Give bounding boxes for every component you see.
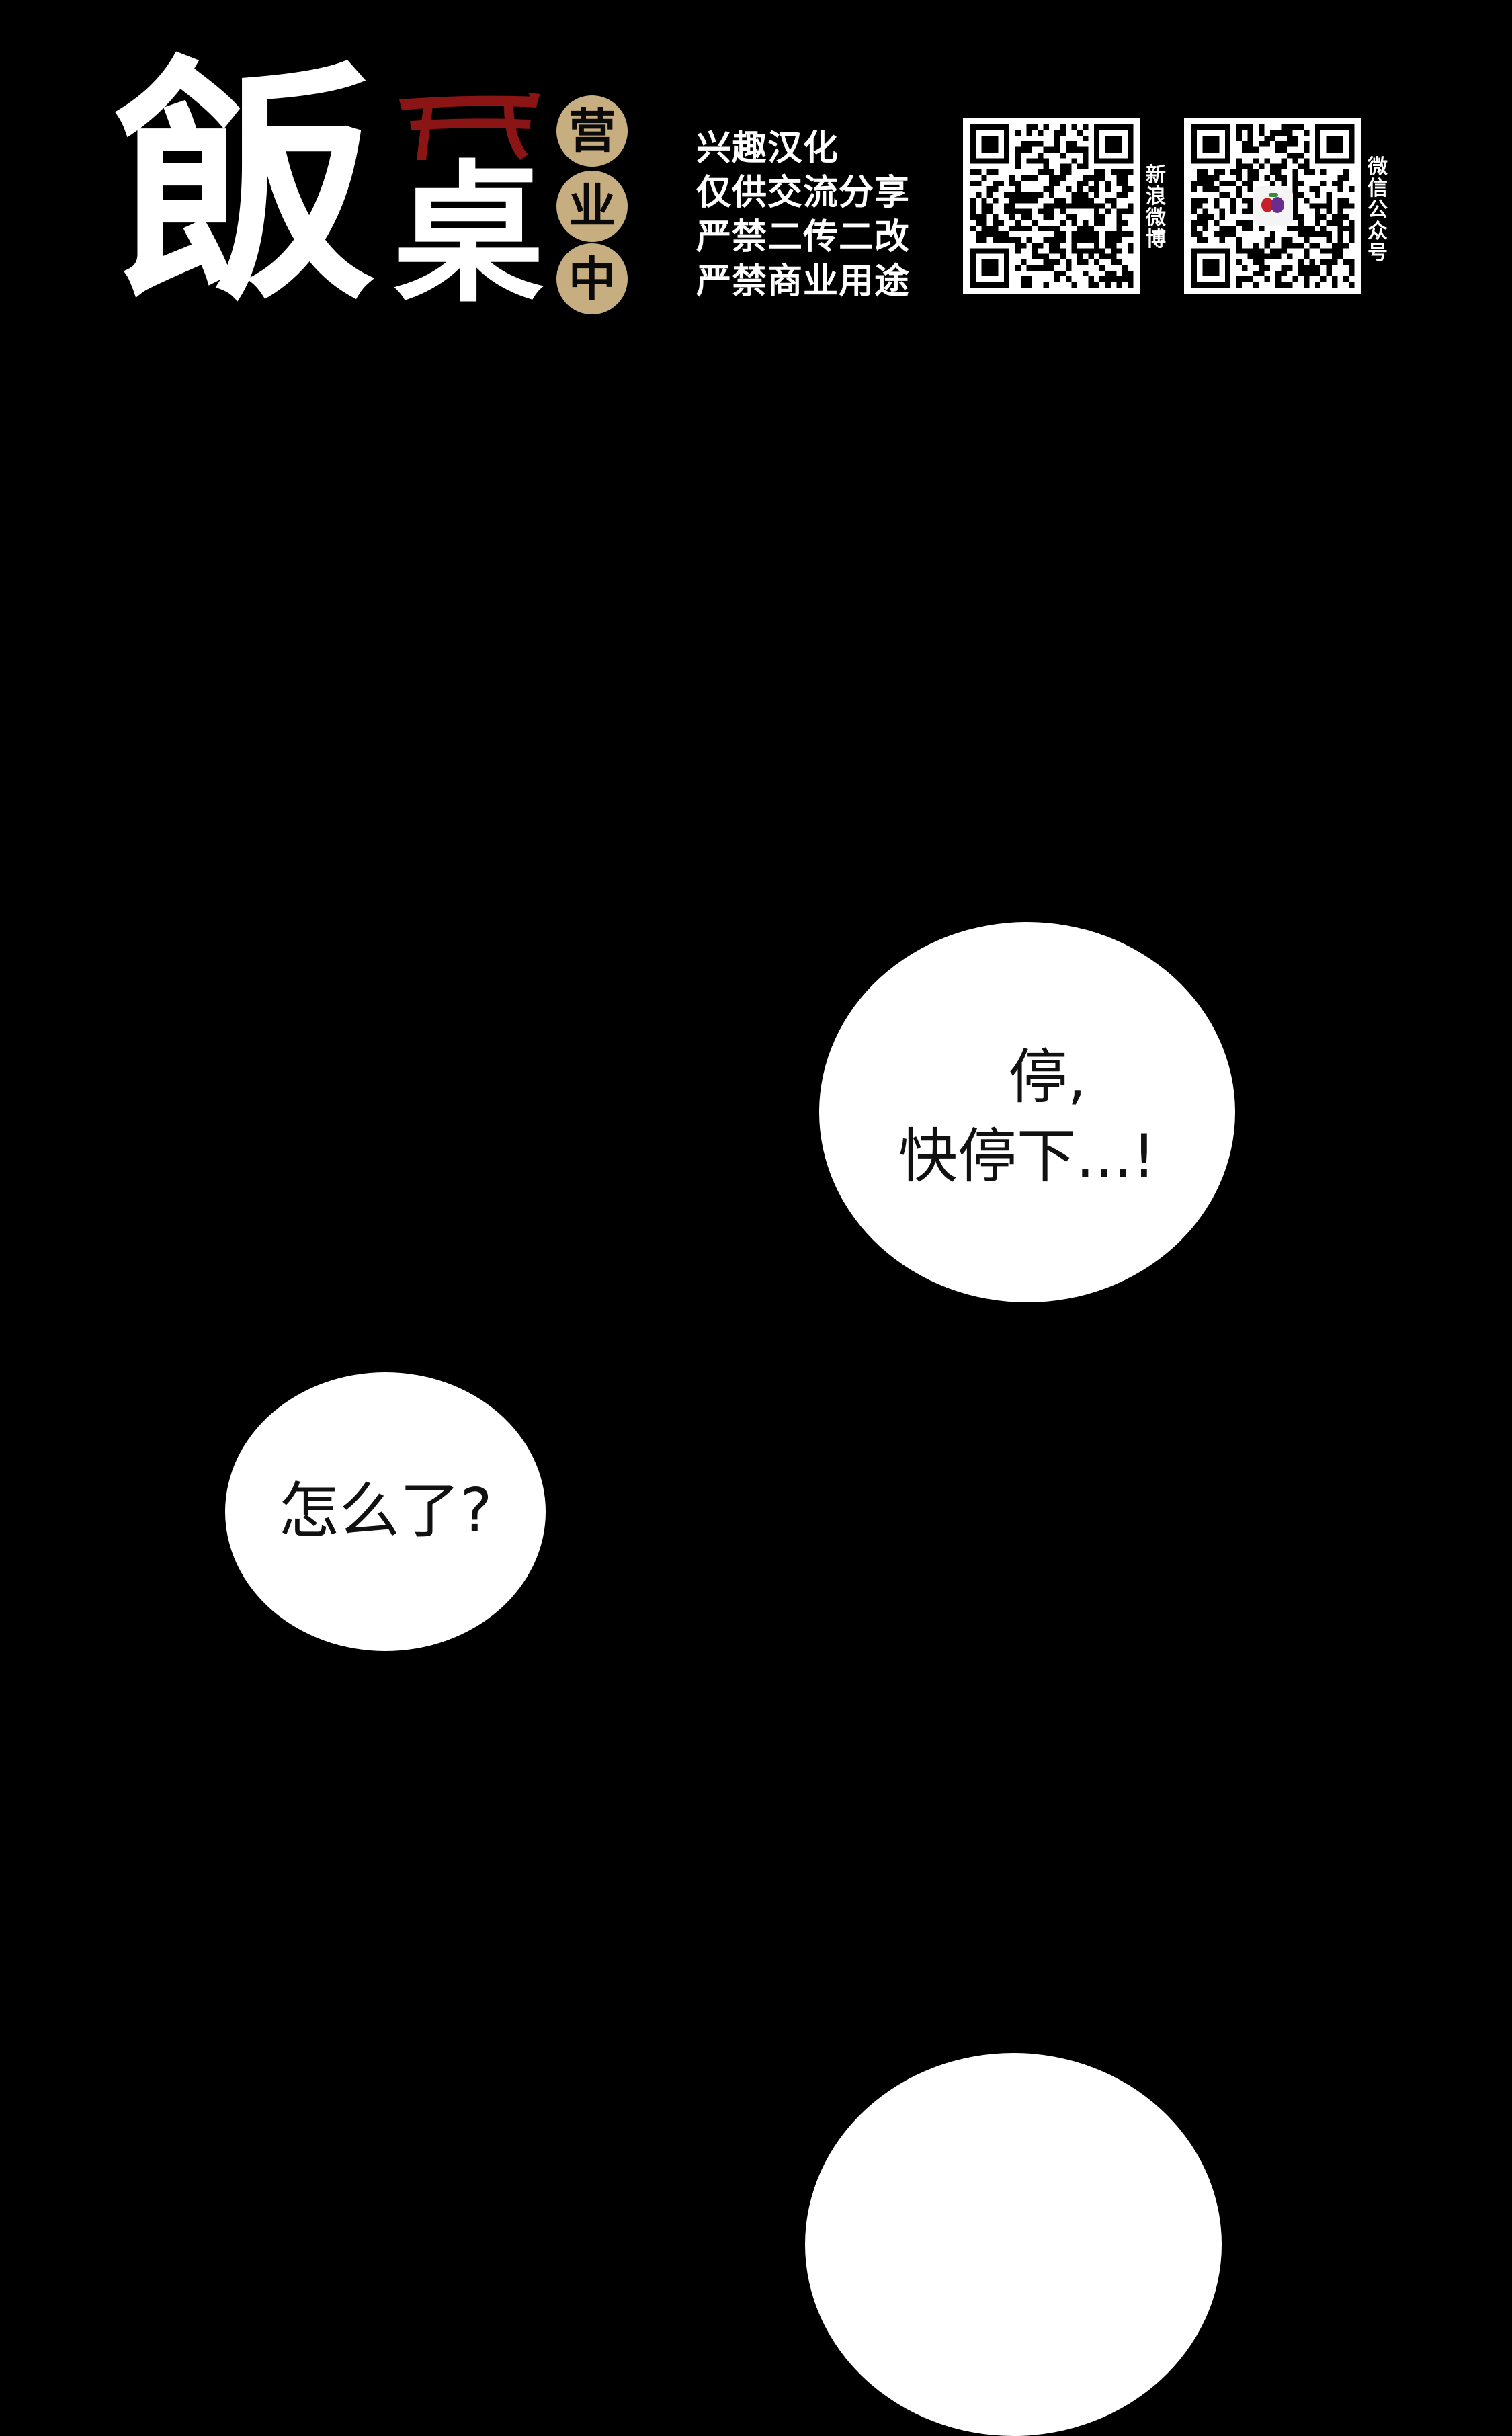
bubble-line: 怎么了? <box>278 1476 493 1546</box>
weibo-label: 新浪微博 <box>1146 163 1166 251</box>
qr-code-icon <box>1191 124 1355 288</box>
torii-icon <box>399 93 540 160</box>
weibo-qr-code[interactable] <box>963 118 1140 294</box>
badge-ying: 营 <box>556 95 628 167</box>
badge-zhong: 中 <box>556 243 628 314</box>
qr-code-icon <box>970 124 1134 288</box>
notice-line: 严禁二传二改 <box>696 217 911 257</box>
wechat-label: 微信公众号 <box>1368 155 1388 265</box>
notice-line: 仅供交流分享 <box>696 173 911 213</box>
notice-line: 兴趣汉化 <box>696 128 839 169</box>
speech-bubble-whats-wrong: 怎么了? <box>225 1372 546 1651</box>
header-banner: 飯 桌 营 业 中 兴趣汉化 仅供交流分享 严禁二传二改 严禁商业用途 新浪微博… <box>0 0 1512 336</box>
badge-ye: 业 <box>556 171 628 242</box>
bubble-line: 快停下...! <box>898 1122 1157 1191</box>
logo-char-fan: 飯 <box>114 35 376 335</box>
notice-line: 严禁商业用途 <box>696 261 911 302</box>
bubble-line: 停, <box>1008 1042 1087 1111</box>
fruit-logo-icon <box>1253 186 1293 226</box>
wechat-qr-code[interactable] <box>1184 118 1361 294</box>
notice-text: 兴趣汉化 仅供交流分享 严禁二传二改 严禁商业用途 <box>696 126 910 304</box>
speech-bubble-partial <box>805 2053 1222 2436</box>
logo-char-zhuo: 桌 <box>393 147 544 323</box>
speech-bubble-stop: 停, 快停下...! <box>819 922 1235 1302</box>
